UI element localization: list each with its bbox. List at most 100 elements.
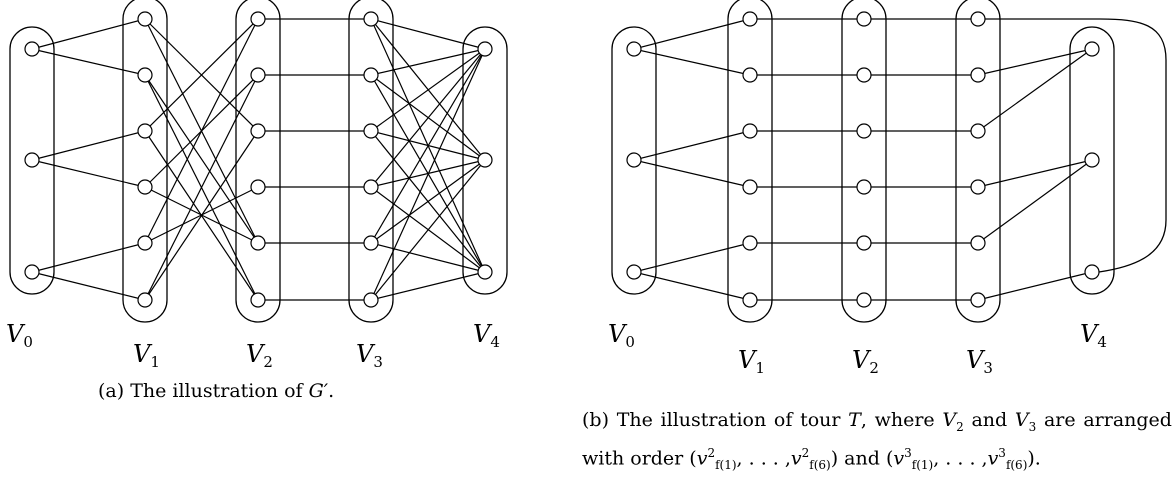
a-label-v0: V0 bbox=[6, 320, 33, 351]
caption-b-text-1: (b) The illustration of tour bbox=[582, 409, 841, 431]
b-label-v0: V0 bbox=[608, 320, 635, 351]
a-edge bbox=[144, 18, 259, 244]
b-node-v0-2 bbox=[626, 152, 642, 168]
b-node-v3-2 bbox=[970, 67, 986, 83]
b-node-v3-5 bbox=[970, 235, 986, 251]
caption-b-tour-symbol: T bbox=[848, 409, 861, 431]
caption-a-period: . bbox=[328, 380, 335, 402]
a-node-v3-5 bbox=[363, 235, 379, 251]
caption-b-order1-var: v bbox=[696, 447, 708, 470]
a-node-v2-6 bbox=[250, 292, 266, 308]
b-edge bbox=[977, 48, 1093, 76]
a-node-v3-6 bbox=[363, 292, 379, 308]
a-group-v1 bbox=[122, 0, 168, 323]
b-node-v4-2 bbox=[1084, 152, 1100, 168]
b-edge bbox=[977, 159, 1093, 244]
a-edge bbox=[370, 242, 486, 273]
a-edge bbox=[370, 18, 486, 50]
b-label-v4: V4 bbox=[1080, 320, 1107, 351]
b-label-v2: V2 bbox=[852, 346, 879, 377]
b-group-v0 bbox=[611, 26, 657, 295]
b-node-v2-5 bbox=[856, 235, 872, 251]
a-node-v3-2 bbox=[363, 67, 379, 83]
b-node-v1-3 bbox=[742, 123, 758, 139]
caption-b-text-4: are arranged with order ( bbox=[582, 409, 1172, 470]
a-node-v1-2 bbox=[137, 67, 153, 83]
a-node-v1-3 bbox=[137, 123, 153, 139]
b-node-v2-4 bbox=[856, 179, 872, 195]
caption-a-text: (a) The illustration of bbox=[98, 380, 303, 402]
b-group-v2 bbox=[841, 0, 887, 323]
b-group-v1 bbox=[727, 0, 773, 323]
a-node-v0-2 bbox=[24, 152, 40, 168]
b-node-v2-1 bbox=[856, 11, 872, 27]
a-group-v3 bbox=[348, 0, 394, 323]
caption-a-graph-symbol: G′ bbox=[308, 380, 329, 402]
caption-b-v2-sub: 2 bbox=[956, 419, 964, 434]
caption-b-order1-sup2: 2 bbox=[801, 445, 810, 460]
a-edge bbox=[31, 242, 146, 273]
caption-b-order2-var2: v bbox=[987, 447, 999, 470]
caption-b-order2-sub: f(1) bbox=[911, 457, 934, 472]
b-edge bbox=[633, 48, 751, 76]
b-label-v1: V1 bbox=[738, 346, 765, 377]
a-node-v3-3 bbox=[363, 123, 379, 139]
a-node-v1-6 bbox=[137, 292, 153, 308]
b-node-v2-6 bbox=[856, 292, 872, 308]
b-node-v1-4 bbox=[742, 179, 758, 195]
a-edge bbox=[370, 48, 486, 301]
a-edge bbox=[31, 130, 146, 161]
a-edge bbox=[144, 74, 259, 244]
a-node-v3-1 bbox=[363, 11, 379, 27]
caption-b-order2-sup: 3 bbox=[904, 445, 912, 460]
a-label-v4: V4 bbox=[473, 320, 500, 351]
b-node-v1-2 bbox=[742, 67, 758, 83]
b-edge bbox=[633, 130, 751, 161]
a-label-v2: V2 bbox=[246, 340, 273, 371]
caption-b-text-5: ) and ( bbox=[830, 447, 894, 470]
a-edge bbox=[144, 18, 259, 132]
a-node-v0-3 bbox=[24, 264, 40, 280]
b-edge bbox=[977, 48, 1093, 132]
b-edge bbox=[977, 159, 1093, 188]
a-node-v4-1 bbox=[477, 41, 493, 57]
a-edge bbox=[370, 48, 486, 132]
b-node-v1-1 bbox=[742, 11, 758, 27]
b-node-v2-3 bbox=[856, 123, 872, 139]
b-edge bbox=[977, 271, 1093, 301]
a-node-v4-2 bbox=[477, 152, 493, 168]
a-edge bbox=[144, 130, 259, 301]
a-node-v2-4 bbox=[250, 179, 266, 195]
caption-b-v3-sub: 3 bbox=[1028, 419, 1037, 434]
a-edge bbox=[31, 48, 146, 76]
b-node-v4-1 bbox=[1084, 41, 1100, 57]
b-edge bbox=[633, 242, 751, 273]
caption-b-v3-symbol: V bbox=[1014, 409, 1029, 431]
b-node-v1-5 bbox=[742, 235, 758, 251]
b-node-v3-3 bbox=[970, 123, 986, 139]
caption-b-text-6: ). bbox=[1027, 447, 1041, 470]
a-node-v4-3 bbox=[477, 264, 493, 280]
a-node-v2-2 bbox=[250, 67, 266, 83]
caption-a: (a) The illustration of G′. bbox=[98, 378, 398, 404]
a-edge bbox=[370, 48, 486, 76]
b-edge bbox=[633, 18, 751, 50]
caption-b-text-2: , where bbox=[860, 409, 935, 431]
b-node-v3-1 bbox=[970, 11, 986, 27]
b-node-v2-2 bbox=[856, 67, 872, 83]
caption-b-order2-ellipsis: , . . . , bbox=[933, 447, 988, 470]
a-node-v1-5 bbox=[137, 235, 153, 251]
caption-b-order1-sub: f(1) bbox=[715, 457, 737, 472]
a-label-v1: V1 bbox=[133, 340, 160, 371]
a-node-v2-3 bbox=[250, 123, 266, 139]
b-edge bbox=[633, 271, 751, 301]
a-node-v2-1 bbox=[250, 11, 266, 27]
a-edge bbox=[370, 271, 486, 301]
a-edge bbox=[31, 18, 146, 50]
a-node-v1-4 bbox=[137, 179, 153, 195]
a-edge bbox=[370, 48, 486, 244]
a-edge bbox=[370, 159, 486, 244]
caption-b-order1-sup: 2 bbox=[707, 445, 716, 460]
caption-b-order2-sub2: f(6) bbox=[1005, 457, 1028, 472]
